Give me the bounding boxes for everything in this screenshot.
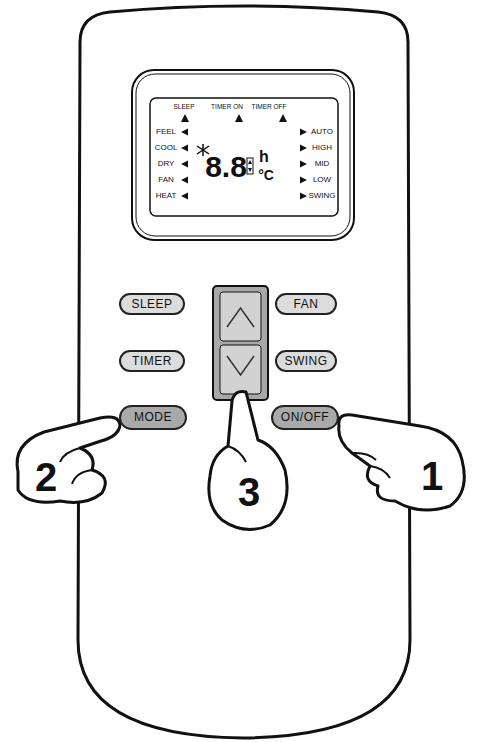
lcd-digits: 8.8 bbox=[205, 152, 247, 182]
lcd-screen bbox=[150, 98, 338, 216]
remote-button: SWING bbox=[275, 350, 337, 372]
button-label: MODE bbox=[134, 411, 172, 423]
remote-button: ON/OFF bbox=[271, 405, 339, 430]
indicator-left bbox=[181, 129, 188, 136]
button-label: ON/OFF bbox=[281, 411, 329, 423]
hand-1 bbox=[339, 415, 465, 510]
indicator-up bbox=[279, 114, 287, 122]
remote-button: FAN bbox=[275, 293, 337, 315]
indicator-right bbox=[300, 177, 307, 184]
hand-2 bbox=[17, 417, 120, 502]
lcd-fan-label: LOW bbox=[313, 176, 331, 184]
lcd-mode-label: HEAT bbox=[156, 192, 177, 200]
indicator-right bbox=[300, 145, 307, 152]
indicator-left bbox=[181, 145, 188, 152]
indicator-left bbox=[181, 177, 188, 184]
callout-number: 2 bbox=[35, 457, 57, 497]
callout-number: 3 bbox=[238, 472, 260, 512]
remote-button: TIMER bbox=[119, 350, 185, 372]
lcd-mode-label: FEEL bbox=[156, 128, 176, 136]
button-label: SWING bbox=[284, 355, 327, 367]
remote-body bbox=[78, 6, 410, 738]
button-label: TIMER bbox=[132, 355, 172, 367]
display-bezel-inner bbox=[136, 74, 350, 236]
remote-button: MODE bbox=[119, 405, 187, 430]
indicator-up bbox=[235, 114, 243, 122]
callout-number: 1 bbox=[421, 456, 443, 496]
indicator-left bbox=[181, 193, 188, 200]
lcd-fan-label: SWING bbox=[308, 192, 335, 200]
display-bezel bbox=[132, 70, 354, 240]
button-label: SLEEP bbox=[131, 298, 172, 310]
indicator-right bbox=[300, 129, 307, 136]
temp-arrows bbox=[247, 158, 253, 174]
lcd-mode-label: COOL bbox=[155, 144, 178, 152]
lcd-unit: °C bbox=[258, 168, 274, 182]
indicator-right bbox=[300, 161, 307, 168]
lcd-mode-label: DRY bbox=[158, 160, 175, 168]
lcd-indicator-label: TIMER OFF bbox=[251, 104, 286, 111]
up-down-rocker bbox=[213, 286, 268, 400]
lcd-fan-label: HIGH bbox=[312, 144, 332, 152]
indicator-left bbox=[181, 161, 188, 168]
lcd-fan-label: AUTO bbox=[311, 128, 333, 136]
pointing-hands bbox=[17, 391, 464, 529]
lcd-mode-label: FAN bbox=[158, 176, 174, 184]
remote-button: SLEEP bbox=[119, 293, 185, 315]
button-label: FAN bbox=[294, 298, 319, 310]
indicator-right bbox=[300, 193, 307, 200]
lcd-indicator-label: SLEEP bbox=[174, 104, 195, 111]
lcd-unit: h bbox=[259, 149, 269, 165]
lcd-indicator-label: TIMER ON bbox=[211, 104, 243, 111]
finger-creases bbox=[60, 446, 390, 484]
lcd-indicators bbox=[181, 114, 307, 200]
indicator-up bbox=[181, 114, 189, 122]
lcd-fan-label: MID bbox=[315, 160, 330, 168]
